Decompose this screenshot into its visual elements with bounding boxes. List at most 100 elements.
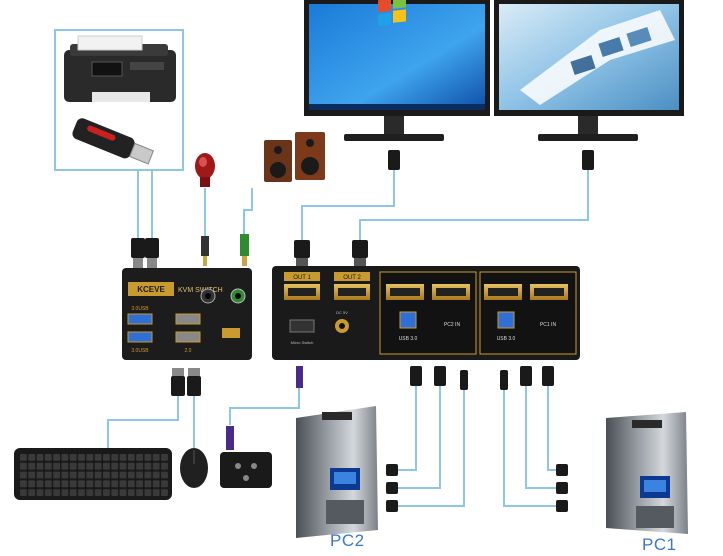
- keyboard-key: [69, 480, 77, 488]
- keyboard-key: [103, 471, 110, 479]
- keyboard-key: [144, 471, 152, 479]
- keyboard-key: [69, 489, 77, 496]
- keyboard-key: [28, 454, 36, 461]
- keyboard-key: [86, 480, 94, 488]
- keyboard-key: [53, 454, 60, 461]
- keyboard-icon: [14, 448, 172, 500]
- pc2-in-label: PC2 IN: [444, 322, 461, 328]
- keyboard-key: [28, 480, 36, 488]
- pc1-in-label: PC1 IN: [540, 322, 557, 328]
- kvm-brand-2: KVM SWITCH: [178, 287, 223, 294]
- windows-logo-icon: [378, 0, 406, 27]
- cable-keyboard: [107, 395, 179, 448]
- keyboard-key: [119, 471, 127, 479]
- keyboard-key: [78, 471, 85, 479]
- cable-speaker: [243, 188, 253, 250]
- kvm-front-unit: KCEVE KVM SWITCH 3.0USB 3.0USB 2.0: [122, 268, 252, 360]
- usb20-label: 2.0: [185, 348, 192, 354]
- out1-label: OUT 1: [293, 275, 311, 281]
- usb-port-3: [175, 313, 201, 325]
- keyboard-key: [53, 471, 60, 479]
- keyboard-key: [111, 462, 119, 470]
- usb-port-4: [175, 331, 201, 343]
- pc1-label: PC1: [642, 535, 677, 554]
- keyboard-key: [144, 489, 152, 496]
- keyboard-key: [161, 462, 168, 470]
- keyboard-key: [20, 489, 27, 496]
- keyboard-key: [127, 454, 135, 461]
- keyboard-key: [127, 462, 135, 470]
- keyboard-key: [103, 454, 110, 461]
- keyboard-key: [119, 454, 127, 461]
- kvm-brand-1: KCEVE: [137, 285, 165, 294]
- keyboard-key: [36, 462, 44, 470]
- film-strip-graphic: [520, 10, 675, 105]
- keyboard-key: [136, 471, 143, 479]
- cable-pc1-a: [503, 385, 556, 507]
- micro-switch-label: Micro Switch: [291, 340, 314, 345]
- keyboard-key: [136, 480, 143, 488]
- keyboard-key: [103, 462, 110, 470]
- mouse-icon: [180, 448, 208, 488]
- keyboard-key: [94, 489, 102, 496]
- monitor-1: [304, 0, 490, 141]
- keyboard-key: [94, 462, 102, 470]
- wired-remote-icon: [220, 426, 272, 488]
- keyboard-key: [69, 454, 77, 461]
- keyboard-key: [69, 471, 77, 479]
- keyboard-key: [136, 489, 143, 496]
- monitor-2: [494, 0, 684, 141]
- keyboard-key: [28, 489, 36, 496]
- keyboard-key: [94, 471, 102, 479]
- bottom-connectors: [171, 366, 568, 512]
- keyboard-key: [36, 480, 44, 488]
- pc2-usb-label: USB 3.0: [399, 336, 418, 342]
- keyboard-key: [20, 471, 27, 479]
- keyboard-key: [111, 480, 119, 488]
- printer-icon: [64, 35, 176, 102]
- keyboard-key: [20, 462, 27, 470]
- keyboard-key: [111, 489, 119, 496]
- keyboard-key: [136, 454, 143, 461]
- keyboard-key: [161, 454, 168, 461]
- keyboard-key: [144, 454, 152, 461]
- keyboard-key: [44, 480, 52, 488]
- keyboard-key: [78, 489, 85, 496]
- keyboard-key: [20, 480, 27, 488]
- pc1-usb-b-port: [497, 311, 515, 329]
- keyboard-key: [119, 462, 127, 470]
- keyboard-key: [28, 471, 36, 479]
- microphone-icon: [195, 153, 215, 187]
- keyboard-key: [94, 454, 102, 461]
- keyboard-key: [61, 480, 69, 488]
- pc2-tower-icon: [296, 406, 378, 538]
- keyboard-key: [119, 489, 127, 496]
- keyboard-key: [152, 462, 160, 470]
- keyboard-key: [36, 454, 44, 461]
- pc1-tower-icon: [606, 412, 688, 534]
- keyboard-key: [53, 462, 60, 470]
- keyboard-key: [53, 480, 60, 488]
- pc2-usb-b-port: [399, 311, 417, 329]
- keyboard-key: [36, 471, 44, 479]
- keyboard-key: [86, 454, 94, 461]
- usb30-label-top: 3.0USB: [131, 306, 149, 312]
- cables: [107, 170, 589, 507]
- keyboard-key: [78, 462, 85, 470]
- keyboard-key: [161, 489, 168, 496]
- keyboard-key: [61, 454, 69, 461]
- keyboard-key: [61, 471, 69, 479]
- keyboard-key: [103, 489, 110, 496]
- usb30-label-bottom: 3.0USB: [131, 348, 149, 354]
- keyboard-key: [152, 471, 160, 479]
- keyboard-key: [127, 489, 135, 496]
- keyboard-key: [144, 462, 152, 470]
- keyboard-key: [44, 471, 52, 479]
- keyboard-key: [94, 480, 102, 488]
- keyboard-key: [161, 480, 168, 488]
- keyboard-key: [86, 462, 94, 470]
- keyboard-key: [20, 454, 27, 461]
- usb-stick-icon: [72, 118, 155, 165]
- kvm-rear-unit: OUT 1 OUT 2 Micro Switch DC 5V USB 3.0 P…: [272, 266, 580, 360]
- speaker-icon: [264, 132, 325, 182]
